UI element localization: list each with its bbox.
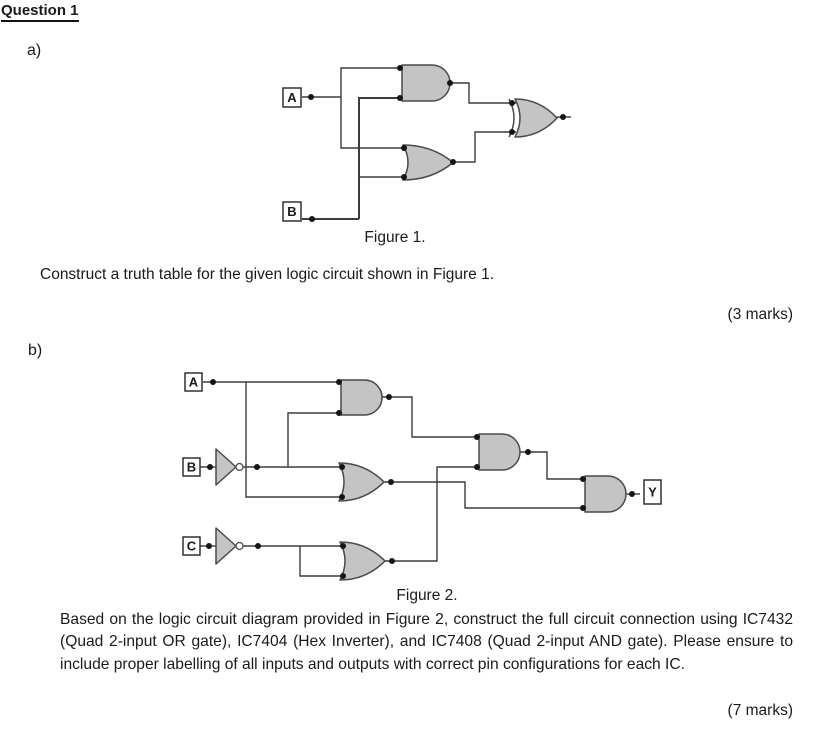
input-a-label-box	[184, 372, 203, 392]
junction-dot	[525, 449, 531, 455]
junction-dot	[340, 543, 346, 549]
not-gate-c	[215, 527, 237, 565]
or-gate-2	[339, 541, 386, 581]
and-gate-1	[340, 379, 383, 416]
inverter-bubble	[235, 541, 244, 551]
wire	[520, 451, 585, 480]
junction-dot	[207, 464, 213, 470]
wire	[299, 546, 346, 577]
output-y-label-box	[643, 479, 662, 505]
input-b-label-box-text: B	[187, 460, 196, 475]
and-gate-2	[478, 433, 521, 471]
question-b-text: Based on the logic circuit diagram provi…	[60, 611, 793, 673]
marks-b: (7 marks)	[727, 702, 793, 719]
junction-dot	[401, 174, 407, 180]
not-gate-b	[215, 448, 237, 486]
input-a-label-box-text: A	[287, 90, 297, 105]
wire	[384, 481, 585, 509]
junction-dot	[336, 410, 342, 416]
wire	[450, 82, 516, 104]
junction-dot	[397, 95, 403, 101]
figure2-circuit-diagram: A B C Y	[182, 372, 662, 581]
and-gate-3	[584, 475, 627, 513]
input-b-label-box	[182, 457, 201, 477]
input-a-label-box-text: A	[189, 375, 199, 390]
input-b-label-box	[282, 201, 302, 222]
junction-dot	[447, 80, 453, 86]
junction-dot	[336, 379, 342, 385]
inverter-bubble	[235, 462, 244, 472]
question-a-text: Construct a truth table for the given lo…	[40, 266, 495, 283]
input-c-label-box	[182, 536, 201, 556]
junction-dot	[206, 543, 212, 549]
wire	[287, 412, 341, 467]
or-gate	[402, 144, 454, 181]
junction-dot	[340, 573, 346, 579]
junction-dot	[386, 394, 392, 400]
junction-dot	[580, 505, 586, 511]
figure1-circuit-diagram: AB	[282, 64, 571, 222]
wire	[245, 382, 345, 498]
junction-dot	[309, 216, 315, 222]
junction-dot	[255, 543, 261, 549]
wire	[340, 97, 408, 149]
junction-dot	[254, 464, 260, 470]
junction-dot	[474, 464, 480, 470]
junction-dot	[509, 100, 515, 106]
xor-gate	[514, 98, 558, 138]
and-gate	[401, 64, 451, 102]
junction-dot	[474, 434, 480, 440]
junction-dot	[397, 65, 403, 71]
part-a-label: a)	[27, 42, 42, 59]
junction-dot	[339, 494, 345, 500]
input-b-label-box-text: B	[287, 204, 296, 219]
junction-dot	[210, 379, 216, 385]
figure1-caption: Figure 1.	[364, 229, 426, 246]
junction-dot	[560, 114, 566, 120]
wire	[385, 466, 479, 562]
input-c-label-box-text: C	[187, 539, 197, 554]
junction-dot	[629, 491, 635, 497]
wire	[340, 67, 403, 97]
wire	[358, 97, 403, 219]
output-y-label-box-text: Y	[648, 485, 657, 500]
part-b-label: b)	[28, 342, 43, 359]
junction-dot	[509, 129, 515, 135]
marks-a: (3 marks)	[727, 306, 793, 323]
junction-dot	[450, 159, 456, 165]
junction-dot	[389, 558, 395, 564]
junction-dot	[401, 145, 407, 151]
junction-dot	[339, 464, 345, 470]
question-title: Question 1	[1, 2, 79, 22]
input-a-label-box	[282, 87, 302, 108]
junction-dot	[388, 479, 394, 485]
figure2-caption: Figure 2.	[396, 587, 458, 604]
wire	[453, 131, 516, 163]
wire	[382, 396, 479, 438]
or-gate-1	[338, 462, 385, 502]
junction-dot	[308, 94, 314, 100]
junction-dot	[580, 476, 586, 482]
